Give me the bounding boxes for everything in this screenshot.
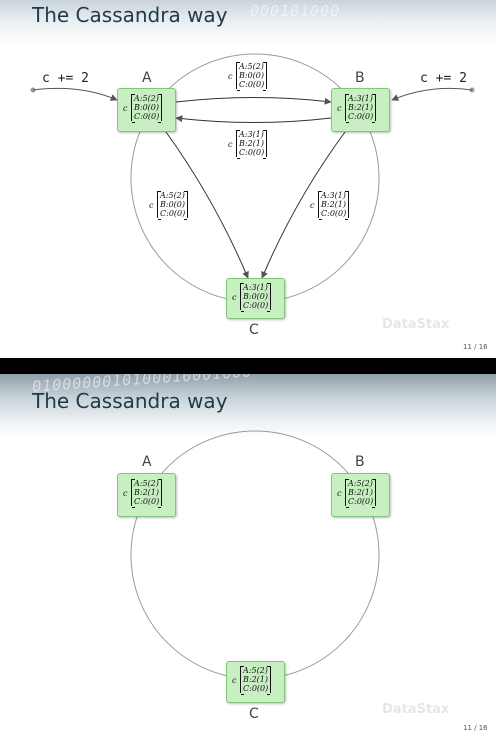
- slide-title: The Cassandra way: [32, 3, 228, 27]
- node-b-label: B: [355, 70, 365, 86]
- node-a-box: c A:5(2)B:0(0)C:0(0): [117, 88, 176, 132]
- slide-header: 000101000: [0, 0, 496, 44]
- node-b-box: c A:3(1)B:2(1)C:0(0): [331, 88, 390, 132]
- slide-title: The Cassandra way: [32, 389, 228, 413]
- slide-header: 0100000010100010001000: [0, 374, 496, 438]
- arrow-b-to-c: [261, 131, 346, 279]
- page-number: 11 / 16: [463, 343, 488, 351]
- op-arrow-left: [32, 87, 118, 101]
- node-c-label: C: [249, 322, 259, 338]
- op-label-left: c += 2: [42, 71, 89, 86]
- page-number: 11 / 16: [463, 724, 488, 732]
- node-c-box: c A:5(2)B:2(1)C:0(0): [226, 661, 285, 703]
- arrow-b-to-a: [175, 115, 332, 123]
- node-a-box: c A:5(2)B:2(1)C:0(0): [117, 473, 176, 517]
- slide-divider: [0, 358, 496, 374]
- node-b-box: c A:5(2)B:2(1)C:0(0): [331, 473, 390, 517]
- op-label-right: c += 2: [420, 71, 467, 86]
- arrow-a-to-c: [165, 131, 249, 279]
- arrow-a-to-b: [175, 97, 332, 105]
- node-c-label: C: [249, 706, 259, 722]
- binary-decoration: 000101000: [250, 2, 341, 20]
- datastax-watermark: DataStax: [382, 702, 450, 717]
- node-c-box: c A:3(1)B:0(0)C:0(0): [226, 278, 285, 319]
- slide-1: 000101000 The Cassandra way c += 2 c += …: [0, 0, 496, 358]
- datastax-watermark: DataStax: [382, 317, 450, 332]
- node-a-label: A: [142, 454, 152, 470]
- ring-circle: [130, 430, 380, 680]
- node-a-label: A: [142, 70, 152, 86]
- slide-2: 0100000010100010001000 The Cassandra way…: [0, 374, 496, 732]
- op-arrow-right: [391, 87, 473, 101]
- node-b-label: B: [355, 454, 365, 470]
